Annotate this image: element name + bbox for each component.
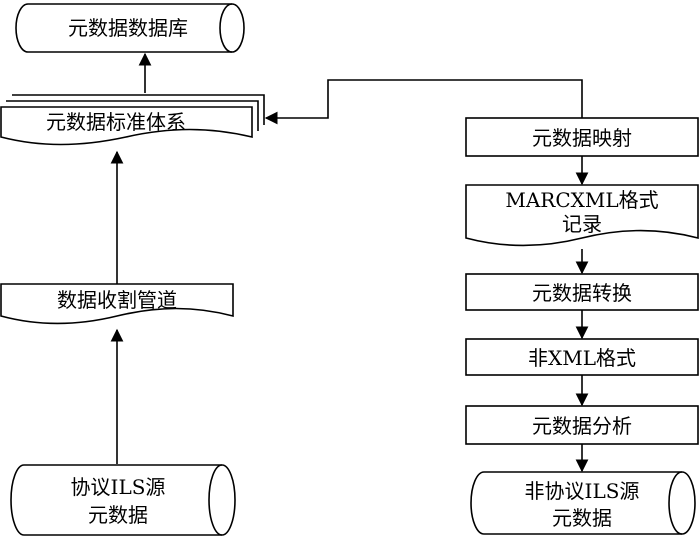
- non-xml-format-node: 非XML格式: [465, 338, 699, 376]
- metadata-conversion-label: 元数据转换: [532, 281, 632, 305]
- non-protocol-source-label-line1: 非协议ILS源: [525, 479, 640, 503]
- metadata-standard-label: 元数据标准体系: [46, 110, 186, 134]
- non-protocol-source-node: 非协议ILS源 元数据: [470, 471, 696, 535]
- harvest-pipeline-node: 数据收割管道: [0, 283, 234, 325]
- protocol-source-label-line2: 元数据: [88, 503, 148, 527]
- non-xml-format-label: 非XML格式: [528, 346, 636, 370]
- marcxml-record-label-line2: 记录: [562, 212, 602, 236]
- harvest-pipeline-label: 数据收割管道: [57, 288, 177, 312]
- protocol-source-node: 协议ILS源 元数据: [10, 464, 236, 536]
- marcxml-record-label-line1: MARCXML格式: [505, 188, 658, 212]
- metadata-analysis-node: 元数据分析: [465, 405, 699, 445]
- arrow-mapping-to-standard: [264, 79, 583, 125]
- metadata-mapping-node: 元数据映射: [465, 117, 699, 157]
- non-protocol-source-label-line2: 元数据: [552, 506, 612, 530]
- metadata-analysis-label: 元数据分析: [532, 414, 632, 438]
- metadata-mapping-label: 元数据映射: [532, 126, 632, 150]
- protocol-source-label-line1: 协议ILS源: [71, 475, 166, 499]
- metadata-database-label: 元数据数据库: [68, 16, 188, 40]
- metadata-database-node: 元数据数据库: [15, 3, 245, 53]
- metadata-standard-node: 元数据标准体系: [0, 94, 265, 146]
- metadata-conversion-node: 元数据转换: [465, 273, 699, 311]
- marcxml-record-node: MARCXML格式 记录: [465, 184, 699, 247]
